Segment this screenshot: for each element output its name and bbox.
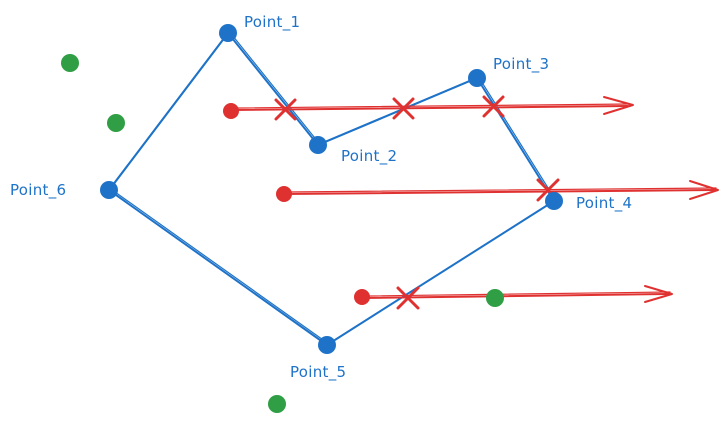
ray-1 (223, 95, 634, 121)
ray-2-arrowhead (689, 180, 719, 200)
vertex-labels: Point_1 Point_2 Point_3 Point_4 Point_5 … (10, 13, 632, 382)
edge-p1-p2-sketch (228, 31, 321, 145)
ray-1-line-sketch (233, 103, 631, 109)
edge-p5-p6 (108, 189, 328, 346)
edge-p4-p5-sketch (327, 199, 557, 345)
ray-1-arrowhead (603, 96, 634, 115)
vertex-p4 (545, 192, 563, 210)
ray-2-line-sketch (286, 187, 717, 193)
ray-3-crossing-1 (396, 286, 420, 310)
ray-1-line (231, 105, 629, 111)
outside-point-1 (61, 54, 79, 72)
vertex-label-point-5: Point_5 (290, 363, 346, 382)
edge-p2-p3-sketch (318, 76, 480, 145)
vertex-label-point-6: Point_6 (10, 181, 66, 200)
polygon-edges (108, 31, 557, 346)
vertex-p5 (318, 336, 336, 354)
ray-3-arrowhead (644, 285, 673, 303)
outside-point-2 (107, 114, 125, 132)
ray-3-line-sketch (365, 291, 671, 297)
ray-3 (354, 285, 673, 310)
ray-3-origin (354, 289, 370, 305)
ray-3-line (363, 293, 669, 299)
outside-point-4 (268, 395, 286, 413)
vertex-label-point-3: Point_3 (493, 55, 549, 74)
edge-p5-p6-sketch (109, 188, 330, 345)
ray-2-line (284, 189, 715, 195)
outside-point-3 (486, 289, 504, 307)
vertex-label-point-4: Point_4 (576, 194, 632, 213)
vertex-p1 (219, 24, 237, 42)
edge-p1-p2 (227, 32, 319, 146)
edge-p3-p4 (476, 77, 555, 202)
edge-p6-p1-sketch (109, 31, 231, 190)
ray-1-crossing-3 (482, 95, 505, 118)
outside-points (61, 54, 504, 413)
ray-2 (276, 178, 719, 202)
polygon-vertices (100, 24, 563, 354)
vertex-label-point-1: Point_1 (244, 13, 300, 32)
ray-1-crossing-2 (392, 97, 415, 120)
edge-p3-p4-sketch (477, 76, 557, 201)
ray-1-origin (223, 103, 239, 119)
vertex-label-point-2: Point_2 (341, 147, 397, 166)
ray-2-origin (276, 186, 292, 202)
vertex-p6 (100, 181, 118, 199)
vertex-p2 (309, 136, 327, 154)
vertex-p3 (468, 69, 486, 87)
ray-1-crossing-1 (274, 98, 297, 121)
